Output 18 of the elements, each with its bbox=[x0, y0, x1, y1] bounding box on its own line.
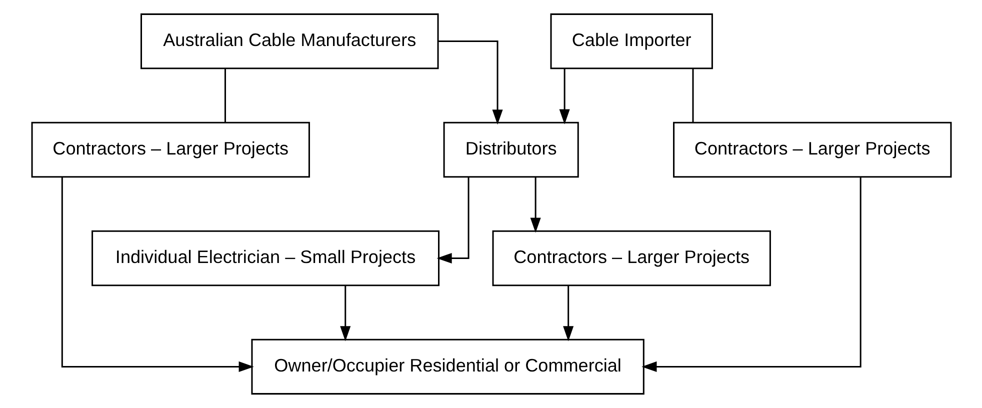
connector bbox=[224, 68, 226, 122]
node-box: Owner/Occupier Residential or Commercial bbox=[250, 338, 644, 395]
node-box: Cable Importer bbox=[550, 13, 712, 70]
node-box: Distributors bbox=[442, 122, 578, 178]
arrow bbox=[340, 286, 350, 342]
arrow bbox=[438, 40, 502, 125]
arrow bbox=[562, 286, 574, 342]
arrow bbox=[641, 177, 861, 372]
arrow bbox=[558, 68, 570, 124]
node-box: Contractors – Larger Projects bbox=[672, 122, 952, 178]
arrow bbox=[60, 177, 254, 372]
node-box: Australian Cable Manufacturers bbox=[140, 13, 438, 70]
arrow bbox=[436, 177, 469, 264]
node-box: Contractors – Larger Projects bbox=[30, 122, 310, 178]
connector bbox=[692, 68, 694, 122]
node-box: Individual Electrician – Small Projects bbox=[91, 230, 440, 286]
node-box: Contractors – Larger Projects bbox=[492, 230, 770, 286]
arrow bbox=[530, 177, 540, 233]
